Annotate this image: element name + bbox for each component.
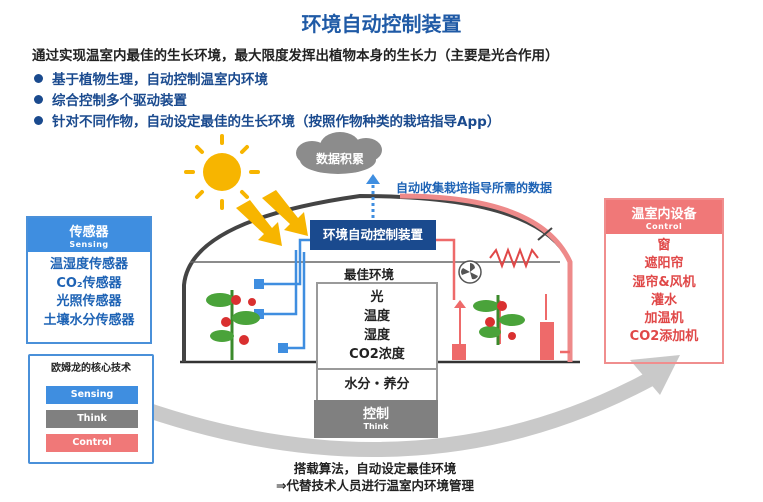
core-tech-box: 欧姆龙的核心技术 Sensing Think Control: [28, 354, 154, 464]
fan-icon: [458, 260, 482, 284]
chip-think: Think: [46, 410, 138, 428]
sensor-nodes: [254, 279, 288, 353]
chip-sensing: Sensing: [46, 386, 138, 404]
tomato-plant-left: [206, 290, 260, 360]
env-item: 温度: [363, 309, 390, 324]
sensor-header: 传感器 Sensing: [28, 218, 150, 252]
cloud-label: 数据积累: [315, 152, 364, 166]
cloud-icon: [296, 132, 382, 174]
heater-coil: [489, 247, 539, 269]
cycle-arrow: [66, 371, 656, 457]
optimal-env-title: 最佳环境: [343, 267, 394, 282]
sensor-item: 光照传感器: [56, 294, 122, 309]
sunlight-arrows: [236, 190, 308, 246]
chip-control: Control: [46, 434, 138, 452]
cycle-arrowhead: [630, 355, 680, 395]
sensor-item: 土壤水分传感器: [43, 312, 135, 328]
sensor-box: 传感器 Sensing 温湿度传感器 CO₂传感器 光照传感器 土壤水分传感器: [26, 216, 152, 344]
device-item: CO2添加机: [629, 329, 699, 345]
bullet-icon: [34, 74, 43, 83]
bottom-line: ⇒代替技术人员进行温室内环境管理: [276, 478, 474, 493]
sensor-item: 温湿度传感器: [49, 257, 128, 272]
feature-item: 基于植物生理，自动控制温室内环境: [34, 70, 500, 91]
device-wires: [434, 238, 456, 300]
device-subtitle: Control: [645, 222, 683, 231]
bullet-icon: [34, 116, 43, 125]
sensor-title: 传感器: [69, 225, 109, 240]
collect-label: 自动收集栽培指导所需的数据: [396, 181, 553, 195]
env-item: CO2浓度: [349, 347, 405, 362]
sensor-item: CO₂传感器: [56, 275, 122, 291]
tomato-plant-right: [473, 295, 525, 345]
control-title: 控制: [362, 407, 389, 422]
bottom-line: 搭载算法，自动设定最佳环境: [293, 461, 457, 476]
device-item: 湿帘&风机: [632, 274, 696, 290]
feature-item: 综合控制多个驱动装置: [34, 91, 500, 112]
device-item: 遮阳帘: [644, 256, 684, 272]
device-header: 温室内设备 Control: [606, 200, 722, 234]
bullet-icon: [34, 95, 43, 104]
device-item: 灌水: [650, 292, 677, 308]
water-nutrient-label: 水分・养分: [344, 377, 410, 392]
control-think-box: 控制 Think: [314, 400, 438, 438]
control-subtitle: Think: [363, 422, 389, 431]
sun-icon: [184, 134, 260, 210]
device-title: 温室内设备: [631, 207, 697, 222]
heater-unit: [452, 344, 466, 360]
device-item: 窗: [657, 238, 671, 253]
device-box: 温室内设备 Control 窗 遮阳帘 湿帘&风机 灌水 加温机 CO2添加机: [604, 198, 724, 364]
feature-list: 基于植物生理，自动控制温室内环境 综合控制多个驱动装置 针对不同作物，自动设定最…: [34, 70, 500, 133]
sensor-subtitle: Sensing: [69, 240, 109, 249]
core-tech-title: 欧姆龙的核心技术: [51, 363, 131, 374]
page-subtitle: 通过实现温室内最佳的生长环境，最大限度发挥出植物本身的生长力（主要是光合作用）: [32, 48, 559, 64]
co2-unit: [540, 322, 554, 360]
controller-box: 环境自动控制装置: [310, 220, 436, 250]
feature-item: 针对不同作物，自动设定最佳的生长环境（按照作物种类的栽培指导App）: [34, 112, 500, 133]
device-item: 加温机: [644, 311, 684, 327]
greenhouse-dome-red: [399, 193, 573, 362]
water-nutrient-box: 水分・养分: [316, 368, 438, 402]
bottom-caption: 搭载算法，自动设定最佳环境 ⇒代替技术人员进行温室内环境管理: [200, 460, 550, 494]
sensor-wires: [262, 238, 312, 350]
optimal-env-box: 光 温度 湿度 CO2浓度: [316, 282, 438, 370]
env-item: 湿度: [363, 328, 390, 343]
env-item: 光: [370, 290, 384, 305]
page-title: 环境自动控制装置: [301, 12, 462, 36]
